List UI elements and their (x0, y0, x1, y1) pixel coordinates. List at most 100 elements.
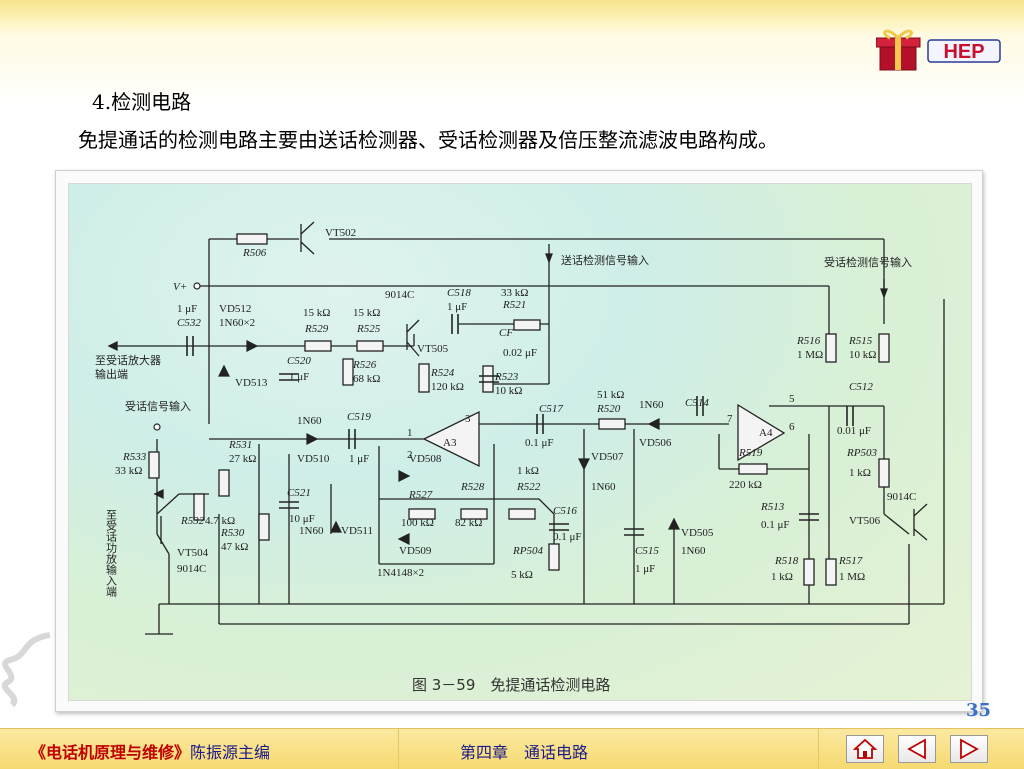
next-page-button[interactable] (950, 735, 988, 763)
r526-body (342, 358, 354, 386)
book-editor: 陈振源主编 (190, 743, 271, 762)
gift-box-icon: HEP (875, 29, 1001, 71)
svg-text:0.02 μF: 0.02 μF (503, 347, 537, 359)
svg-text:1N60: 1N60 (639, 399, 664, 411)
svg-text:R526: R526 (352, 359, 377, 371)
svg-text:1 MΩ: 1 MΩ (797, 349, 823, 361)
r522-body (508, 508, 536, 520)
r525-body (356, 340, 384, 352)
svg-text:2: 2 (407, 449, 413, 461)
svg-text:R525: R525 (356, 323, 381, 335)
svg-text:0.1 μF: 0.1 μF (761, 519, 790, 531)
svg-text:33 kΩ: 33 kΩ (115, 465, 142, 477)
svg-text:VD510: VD510 (297, 453, 330, 465)
svg-text:1 MΩ: 1 MΩ (839, 571, 865, 583)
op-amps (422, 403, 786, 468)
svg-text:C515: C515 (635, 545, 659, 557)
svg-text:C517: C517 (539, 403, 563, 415)
svg-text:33 kΩ: 33 kΩ (501, 287, 528, 299)
vd512-diode (246, 340, 259, 352)
svg-text:1N60: 1N60 (299, 525, 324, 537)
svg-text:VD507: VD507 (591, 451, 624, 463)
book-title: 《电话机原理与维修》 (30, 743, 191, 762)
svg-text:至受话功放输入端: 至受话功放输入端 (105, 509, 118, 598)
svg-text:82 kΩ: 82 kΩ (455, 517, 482, 529)
svg-text:CF: CF (499, 327, 513, 339)
svg-text:RP503: RP503 (846, 447, 877, 459)
svg-text:1 μF: 1 μF (447, 301, 467, 313)
svg-text:1: 1 (407, 427, 413, 439)
circuit-diagram: VT502 R506 V+ 送话检测信号输入 受话检测信号输入 1 μF C53… (68, 183, 972, 701)
prev-page-button[interactable] (898, 735, 936, 763)
svg-text:15 kΩ: 15 kΩ (353, 307, 380, 319)
svg-text:9014C: 9014C (177, 563, 206, 575)
svg-text:R527: R527 (408, 489, 433, 501)
footer-divider (818, 729, 819, 769)
svg-text:R518: R518 (774, 555, 799, 567)
svg-text:0.1 μF: 0.1 μF (525, 437, 554, 449)
svg-text:至受话放大器: 至受话放大器 (95, 353, 161, 367)
svg-text:VD505: VD505 (681, 527, 714, 539)
svg-text:0.01 μF: 0.01 μF (837, 425, 871, 437)
svg-text:VT505: VT505 (417, 343, 449, 355)
r528-body (460, 508, 488, 520)
svg-text:VD506: VD506 (639, 437, 672, 449)
svg-text:10 μF: 10 μF (289, 513, 315, 525)
svg-text:1N60: 1N60 (681, 545, 706, 557)
svg-text:27 kΩ: 27 kΩ (229, 453, 256, 465)
svg-text:R524: R524 (430, 367, 455, 379)
svg-text:A3: A3 (443, 437, 457, 449)
svg-text:C520: C520 (287, 355, 311, 367)
svg-text:C519: C519 (347, 411, 371, 423)
svg-text:1N60×2: 1N60×2 (219, 317, 255, 329)
figure-frame: VT502 R506 V+ 送话检测信号输入 受话检测信号输入 1 μF C53… (55, 170, 983, 712)
svg-text:6: 6 (789, 421, 795, 433)
svg-text:R523: R523 (494, 371, 519, 383)
section-description: 免提通话的检测电路主要由送话检测器、受话检测器及倍压整流滤波电路构成。 (78, 128, 778, 152)
page-number: 35 (966, 700, 992, 721)
svg-text:VD512: VD512 (219, 303, 251, 315)
svg-text:R519: R519 (738, 447, 763, 459)
home-button[interactable] (846, 735, 884, 763)
svg-text:R521: R521 (502, 299, 526, 311)
a3-opamp (422, 410, 480, 468)
vd505-diode (668, 517, 680, 530)
svg-text:R520: R520 (596, 403, 621, 415)
r516-body (825, 333, 837, 363)
arrows (107, 244, 888, 500)
svg-text:R531: R531 (228, 439, 252, 451)
svg-text:RP504: RP504 (512, 545, 543, 557)
svg-text:R513: R513 (760, 501, 785, 513)
svg-text:5: 5 (789, 393, 795, 405)
svg-text:4.7 kΩ: 4.7 kΩ (205, 515, 235, 527)
vd508-diode (398, 470, 411, 482)
a4-opamp (737, 403, 786, 462)
r521-body (513, 319, 541, 331)
svg-text:5 kΩ: 5 kΩ (511, 569, 533, 581)
prev-arrow-icon (907, 738, 926, 760)
figure-caption: 图 3－59 免提通话检测电路 (412, 676, 611, 694)
r517-body (825, 558, 837, 586)
component-labels: VT502 R506 V+ 送话检测信号输入 受话检测信号输入 1 μF C53… (95, 227, 916, 598)
svg-text:V+: V+ (173, 281, 187, 293)
svg-text:68 kΩ: 68 kΩ (353, 373, 380, 385)
svg-text:VD511: VD511 (341, 525, 373, 537)
svg-text:1N60: 1N60 (297, 415, 322, 427)
book-credit: 《电话机原理与维修》陈振源主编 (30, 739, 270, 763)
section-heading: 4.检测电路 (92, 90, 192, 114)
r530-body (258, 513, 270, 541)
hep-logo: HEP (875, 26, 1006, 80)
resistors (148, 233, 890, 586)
r524-body (418, 363, 430, 393)
svg-text:120 kΩ: 120 kΩ (431, 381, 464, 393)
svg-text:R517: R517 (838, 555, 863, 567)
r531-body (218, 469, 230, 497)
svg-text:输出端: 输出端 (95, 367, 128, 381)
svg-text:VT502: VT502 (325, 227, 356, 239)
svg-text:R515: R515 (848, 335, 873, 347)
vd506-diode (647, 418, 660, 430)
svg-text:R522: R522 (516, 481, 541, 493)
r515-body (878, 333, 890, 363)
svg-text:R529: R529 (304, 323, 329, 335)
svg-text:220 kΩ: 220 kΩ (729, 479, 762, 491)
